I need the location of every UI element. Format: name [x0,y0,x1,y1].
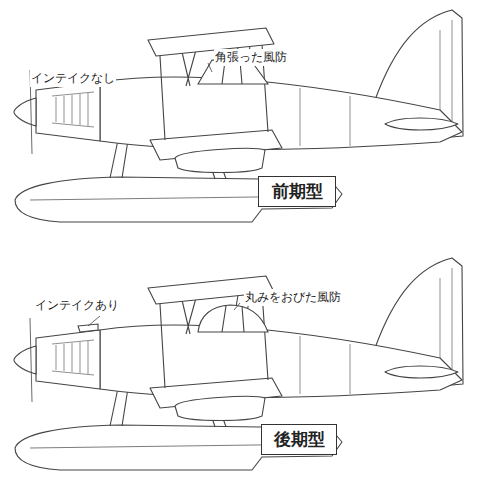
rounded-canopy [198,305,268,332]
callout-label: インテイクなし [30,70,116,87]
variant-label: 前期型 [272,180,323,203]
late-plane [14,258,463,470]
intake [78,324,98,332]
leader-lines [88,63,240,326]
variant-label: 後期型 [274,428,325,451]
early-plane [14,10,463,222]
callout-label: インテイクあり [34,297,120,314]
callout-label: 角張った風防 [214,49,288,66]
variant-box: 前期型 [258,176,336,207]
callout-label: 丸みをおびた風防 [244,289,342,306]
variant-box: 後期型 [261,424,337,455]
